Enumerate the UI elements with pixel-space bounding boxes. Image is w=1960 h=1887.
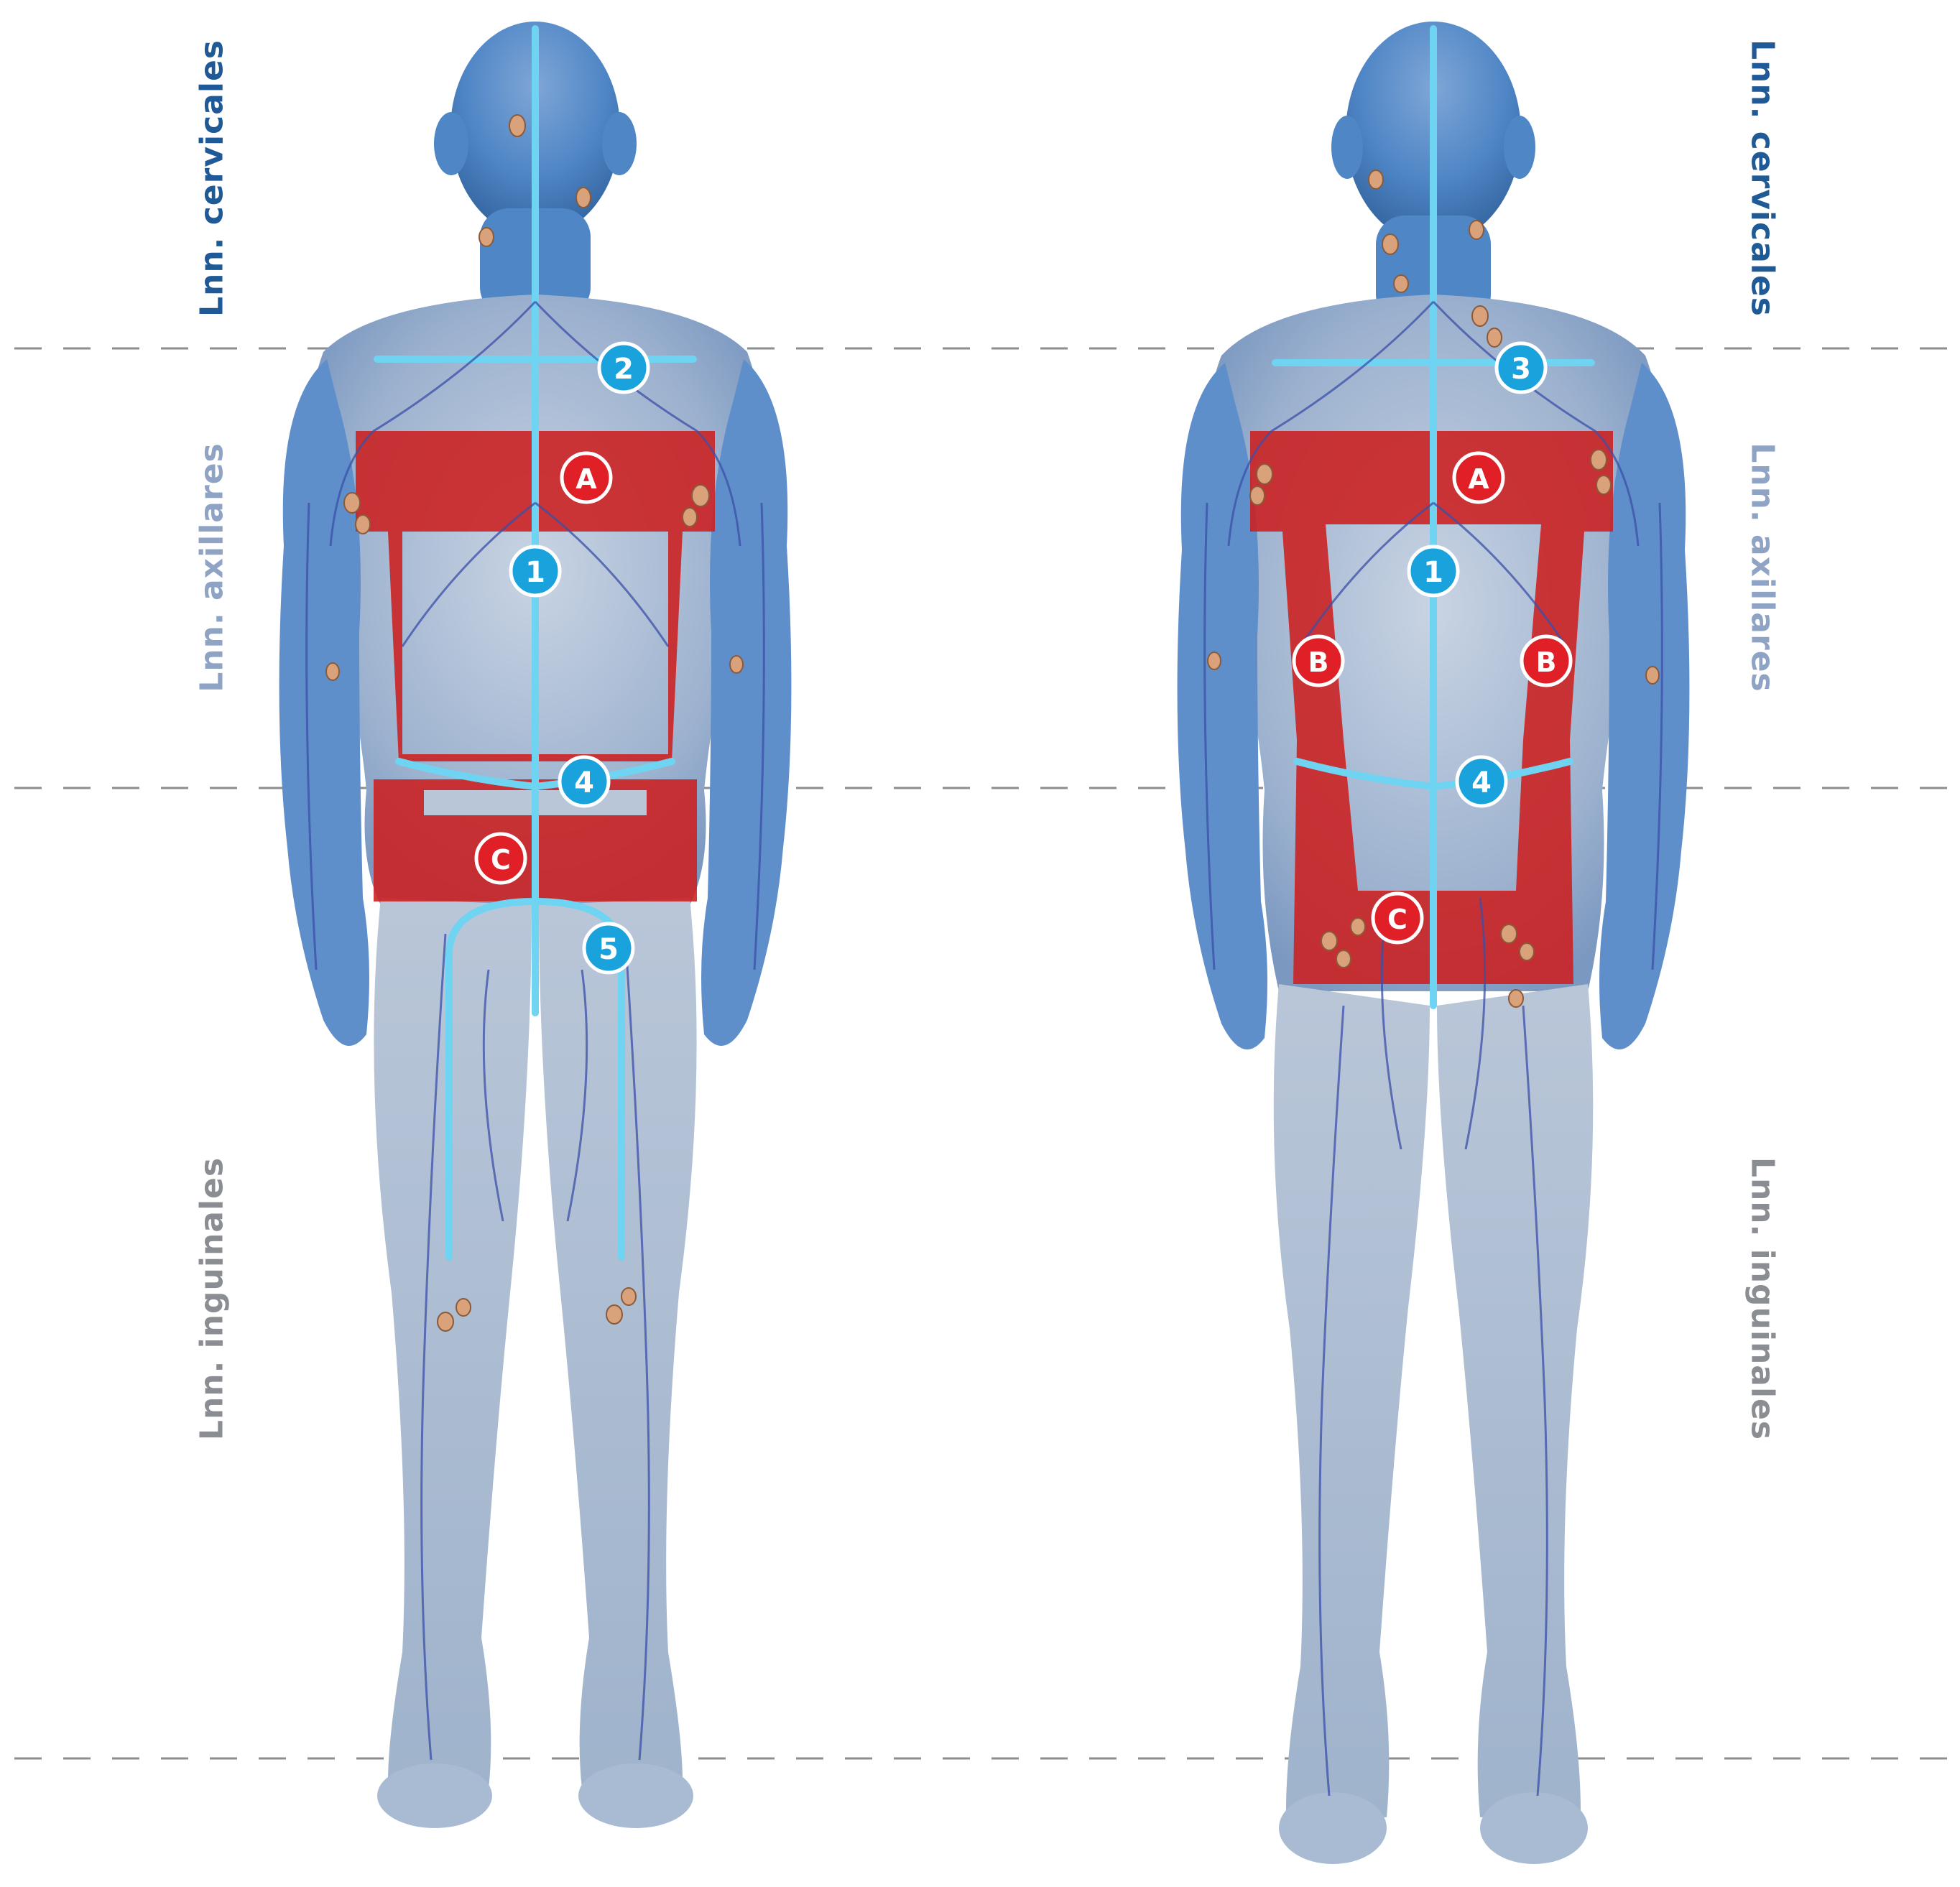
back-marker-c: C xyxy=(476,834,525,883)
label-cervical-right: Lnn. cervicales xyxy=(1744,40,1781,317)
back-marker-1-label: 1 xyxy=(525,556,545,589)
front-marker-4: 4 xyxy=(1457,757,1506,806)
front-marker-c-label: C xyxy=(1387,904,1407,935)
front-ear-left xyxy=(1331,116,1363,179)
back-marker-1: 1 xyxy=(511,547,560,595)
front-marker-3: 3 xyxy=(1497,343,1545,392)
back-foot-left xyxy=(377,1763,492,1828)
back-marker-2: 2 xyxy=(599,343,648,392)
back-marker-a: A xyxy=(562,453,611,502)
front-leg-left xyxy=(1274,984,1430,1817)
label-axillary-right: Lnn. axillares xyxy=(1744,442,1781,692)
label-axillary-left: Lnn. axillares xyxy=(194,442,231,692)
front-ear-right xyxy=(1504,116,1535,179)
back-marker-a-label: A xyxy=(575,463,597,495)
front-leg-right xyxy=(1437,984,1593,1817)
back-figure: 1 2 4 5 A xyxy=(279,22,792,1828)
front-marker-1-label: 1 xyxy=(1423,556,1443,589)
back-marker-c-label: C xyxy=(491,844,511,876)
front-foot-left xyxy=(1279,1792,1387,1864)
front-foot-right xyxy=(1480,1792,1588,1864)
back-leg-right xyxy=(539,898,697,1789)
front-marker-a-label: A xyxy=(1468,463,1489,495)
front-marker-c: C xyxy=(1373,894,1422,942)
back-marker-4: 4 xyxy=(560,757,609,806)
back-ear-right xyxy=(602,112,637,175)
front-marker-a: A xyxy=(1454,453,1503,502)
front-marker-1: 1 xyxy=(1409,547,1458,595)
front-marker-b-right: B xyxy=(1522,636,1571,685)
front-figure: 1 3 4 A B xyxy=(1178,22,1690,1864)
front-marker-b-right-label: B xyxy=(1536,646,1557,678)
label-inguinal-right: Lnn. inguinales xyxy=(1744,1157,1781,1440)
back-marker-2-label: 2 xyxy=(614,353,634,386)
back-marker-5: 5 xyxy=(584,924,633,973)
front-marker-4-label: 4 xyxy=(1471,766,1492,799)
label-inguinal-left: Lnn. inguinales xyxy=(194,1157,231,1440)
front-marker-3-label: 3 xyxy=(1511,353,1531,386)
back-marker-4-label: 4 xyxy=(574,766,594,799)
front-marker-b-left: B xyxy=(1294,636,1343,685)
back-ear-left xyxy=(434,112,468,175)
back-foot-right xyxy=(578,1763,693,1828)
back-marker-5-label: 5 xyxy=(598,933,619,966)
front-marker-b-left-label: B xyxy=(1308,646,1329,678)
label-cervical-left: Lnn. cervicales xyxy=(194,40,231,317)
back-leg-left xyxy=(374,898,532,1789)
